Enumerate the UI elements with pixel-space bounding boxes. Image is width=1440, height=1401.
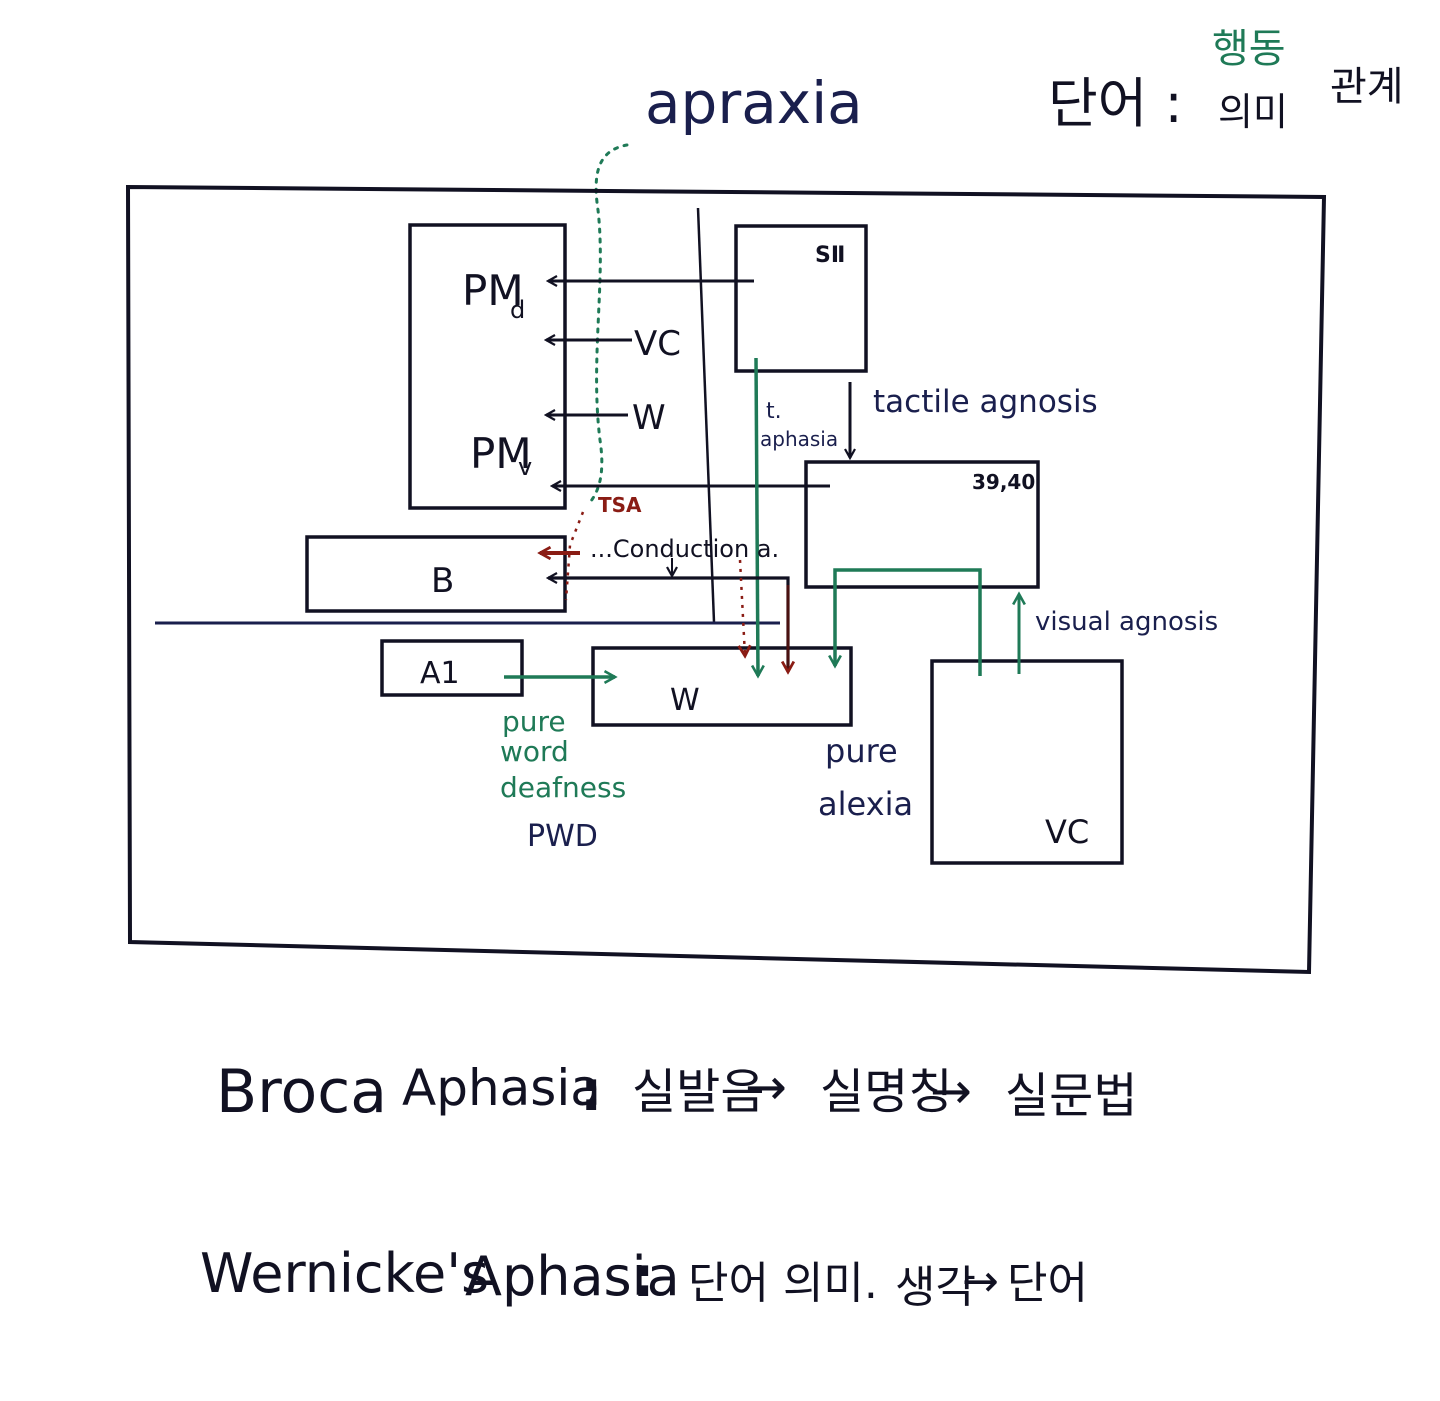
pure-word-deafness-line1: pure	[502, 705, 566, 738]
wernicke-aphasia-word: Aphasia	[465, 1245, 680, 1308]
a1-box	[380, 639, 524, 697]
relation-label: 관계	[1330, 64, 1404, 110]
broca-label: B	[431, 561, 454, 601]
wernicke-text-3: 단어	[1007, 1258, 1088, 1309]
tactile-agnosis-label: tactile agnosis	[873, 384, 1098, 420]
broca-colon: :	[580, 1059, 602, 1124]
apraxia-dotted-path	[586, 143, 629, 507]
word-label: 단어 :	[1048, 72, 1183, 135]
arrow-vc-via-3940-to-wernicke	[835, 568, 982, 676]
broca-box	[305, 535, 567, 613]
wernicke-colon: :	[632, 1245, 654, 1310]
t-aphasia-t-label: t.	[766, 399, 782, 424]
vc-arrow-label: VC	[634, 324, 681, 364]
wernicke-title: Wernicke's	[200, 1242, 489, 1305]
s2-box	[734, 224, 868, 373]
pure-word-deafness-line2: word	[500, 735, 569, 768]
pm-d-subscript: d	[510, 296, 525, 324]
wernicke-label: W	[670, 683, 700, 718]
visual-agnosis-label: visual agnosis	[1035, 607, 1218, 637]
broca-arrow-1: →	[745, 1058, 787, 1116]
w-arrow-label: W	[632, 398, 666, 438]
arrow-s2-to-wernicke	[756, 357, 758, 676]
wernicke-box	[591, 646, 853, 727]
conduction-label: ...Conduction a.	[590, 535, 779, 563]
conduction-dotted-to-wernicke	[740, 559, 745, 656]
pm-box	[408, 223, 567, 510]
pm-d-label: PM	[462, 266, 524, 315]
broca-arrow-2: →	[930, 1062, 972, 1120]
a1-label: A1	[420, 656, 460, 691]
meaning-label: 의미	[1218, 90, 1288, 134]
outer-frame	[125, 184, 1327, 975]
pure-alexia-line2: alexia	[818, 785, 913, 823]
pure-word-deafness-line3: deafness	[500, 771, 626, 804]
broca-step-3: 실문법	[1005, 1068, 1137, 1124]
broca-aphasia-word: Aphasia	[402, 1059, 601, 1117]
pure-alexia-line1: pure	[825, 732, 898, 770]
broca-step-2: 실명칭	[820, 1064, 952, 1120]
visual-cortex-box	[930, 659, 1124, 865]
pwd-label: PWD	[527, 819, 598, 854]
wernicke-text-1: 단어 의미.	[688, 1258, 878, 1309]
pm-v-label: PM	[470, 429, 532, 478]
conduction-dotted-red	[564, 511, 585, 601]
action-label: 행동	[1212, 26, 1286, 72]
area-39-40-label: 39,40	[972, 470, 1035, 494]
s2-label: SⅡ	[815, 243, 845, 268]
pm-v-subscript: v	[518, 453, 532, 481]
area-39-40-box	[804, 460, 1040, 589]
broca-step-1: 실발음	[632, 1064, 764, 1120]
central-divider	[696, 207, 716, 623]
wernicke-arrow: →	[962, 1256, 999, 1307]
tsa-label: TSA	[598, 493, 642, 517]
t-aphasia-label: aphasia	[760, 427, 838, 451]
visual-cortex-label: VC	[1045, 813, 1089, 851]
apraxia-label: apraxia	[645, 69, 863, 137]
broca-title: Broca	[216, 1057, 387, 1127]
wernicke-text-2: 생각	[895, 1262, 976, 1313]
arrow-wernicke-to-broca	[548, 578, 790, 672]
